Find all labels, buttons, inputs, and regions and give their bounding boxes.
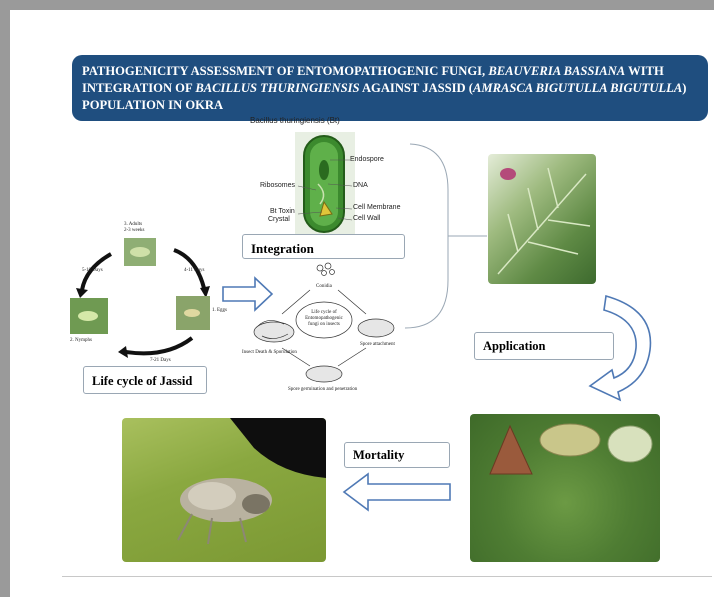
fungi-cycle-diagram: Conidia Life cycle of Entomopathogenic f… bbox=[240, 262, 410, 397]
jassid-cycle: 3. Adults 2-3 weeks 1. Eggs 2. Nymphs 5-… bbox=[66, 218, 227, 368]
application-label: Application bbox=[474, 332, 614, 360]
okra-field-photo bbox=[470, 414, 660, 562]
infected-jassid-details bbox=[177, 418, 326, 545]
bt-heading: Bacillus thuringiensis (Bt) bbox=[250, 116, 340, 125]
okra-leaf-veins bbox=[497, 167, 591, 275]
left-arrow-icon bbox=[342, 472, 451, 512]
fungi-bracket-line bbox=[404, 236, 449, 329]
label-ribosomes: Ribosomes bbox=[260, 182, 296, 189]
life-cycle-label: Life cycle of Jassid bbox=[83, 366, 207, 394]
label-spore-attachment: Spore attachment bbox=[360, 342, 395, 347]
label-days-b: 4-11 Days bbox=[184, 268, 205, 273]
okra-leaf-photo bbox=[488, 154, 596, 284]
connector-layer bbox=[222, 143, 652, 512]
label-spore-germination: Spore germination and penetration bbox=[288, 387, 358, 392]
title-part3: WITH INTEGRATION OF bbox=[82, 64, 664, 95]
label-cell-membrane: Cell Membrane bbox=[353, 204, 401, 211]
label-days-a: 5-10 Days bbox=[82, 268, 103, 273]
title-part7: ) POPULATION IN OKRA bbox=[82, 81, 687, 112]
label-crystal: Crystal bbox=[268, 216, 290, 223]
bottom-divider bbox=[62, 576, 712, 577]
label-days-c: 7-21 Days bbox=[150, 358, 171, 363]
label-insect-death: Insect Death & Sporulation bbox=[242, 350, 297, 355]
label-endospore: Endospore bbox=[350, 156, 384, 163]
label-dna: DNA bbox=[353, 182, 368, 189]
label-adults: 3. Adults bbox=[124, 222, 143, 227]
figure-page: PATHOGENICITY ASSESSMENT OF ENTOMOPATHOG… bbox=[10, 10, 714, 597]
label-nymphs: 2. Nymphs bbox=[70, 338, 92, 343]
label-conidia: Conidia bbox=[316, 284, 332, 289]
title-part1: PATHOGENICITY ASSESSMENT OF ENTOMOPATHOG… bbox=[82, 64, 489, 78]
right-arrow-icon bbox=[222, 276, 274, 312]
title-part4: BACILLUS THURINGIENSIS bbox=[195, 81, 360, 95]
jassid-cycle-drawing bbox=[70, 238, 210, 358]
fungi-cycle-drawing bbox=[253, 262, 395, 383]
infected-jassid-photo bbox=[122, 418, 326, 562]
bt-bracket-line bbox=[409, 143, 487, 237]
title-banner: PATHOGENICITY ASSESSMENT OF ENTOMOPATHOG… bbox=[72, 55, 708, 121]
label-eggs: 1. Eggs bbox=[212, 308, 227, 313]
mortality-label: Mortality bbox=[344, 442, 450, 468]
title-part5: AGAINST JASSID ( bbox=[359, 81, 473, 95]
title-part6: AMRASCA BIGUTULLA BIGUTULLA bbox=[472, 81, 683, 95]
curved-arrow-icon bbox=[588, 294, 652, 402]
bt-diagram: Bacillus thuringiensis (Bt) Endospore Ri… bbox=[240, 114, 410, 242]
label-adults-time: 2-3 weeks bbox=[124, 228, 145, 233]
fungi-cycle-center-label: Life cycle of Entomopathogenic fungi on … bbox=[305, 310, 343, 327]
label-bt-toxin: Bt Toxin bbox=[270, 208, 295, 215]
label-cell-wall: Cell Wall bbox=[353, 215, 381, 222]
okra-field-details bbox=[489, 423, 653, 475]
bt-cell-drawing bbox=[295, 132, 355, 236]
title-part2: BEAUVERIA BASSIANA bbox=[488, 64, 626, 78]
integration-label: Integration bbox=[242, 234, 405, 259]
